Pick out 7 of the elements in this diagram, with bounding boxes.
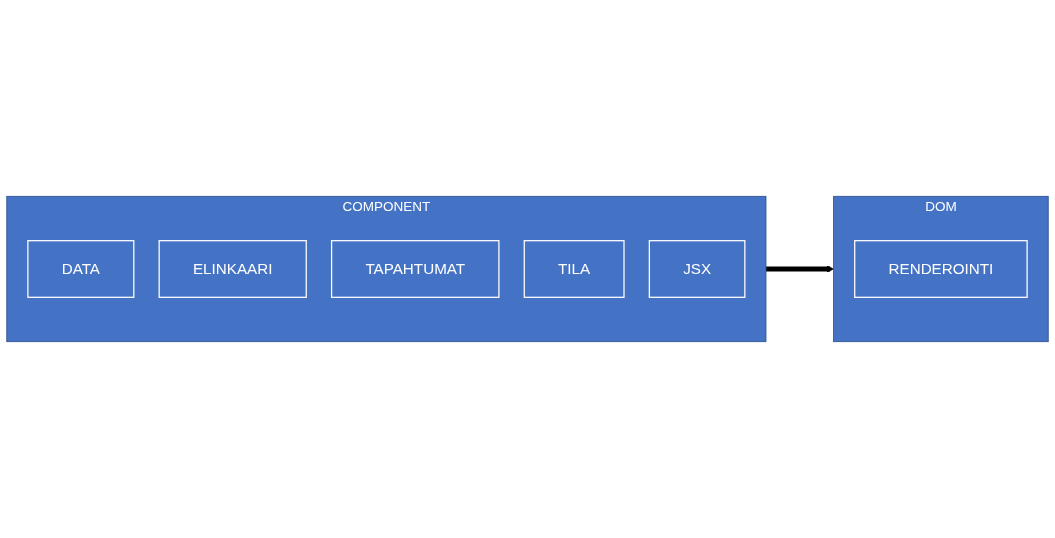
arrow (766, 265, 834, 273)
node-box: ELINKAARI (158, 240, 307, 298)
node-box: DATA (27, 240, 135, 298)
node-box: TAPAHTUMAT (330, 240, 500, 298)
node-box: RENDEROINTI (854, 240, 1028, 298)
node-box: JSX (648, 240, 746, 298)
node-box: TILA (523, 240, 625, 298)
